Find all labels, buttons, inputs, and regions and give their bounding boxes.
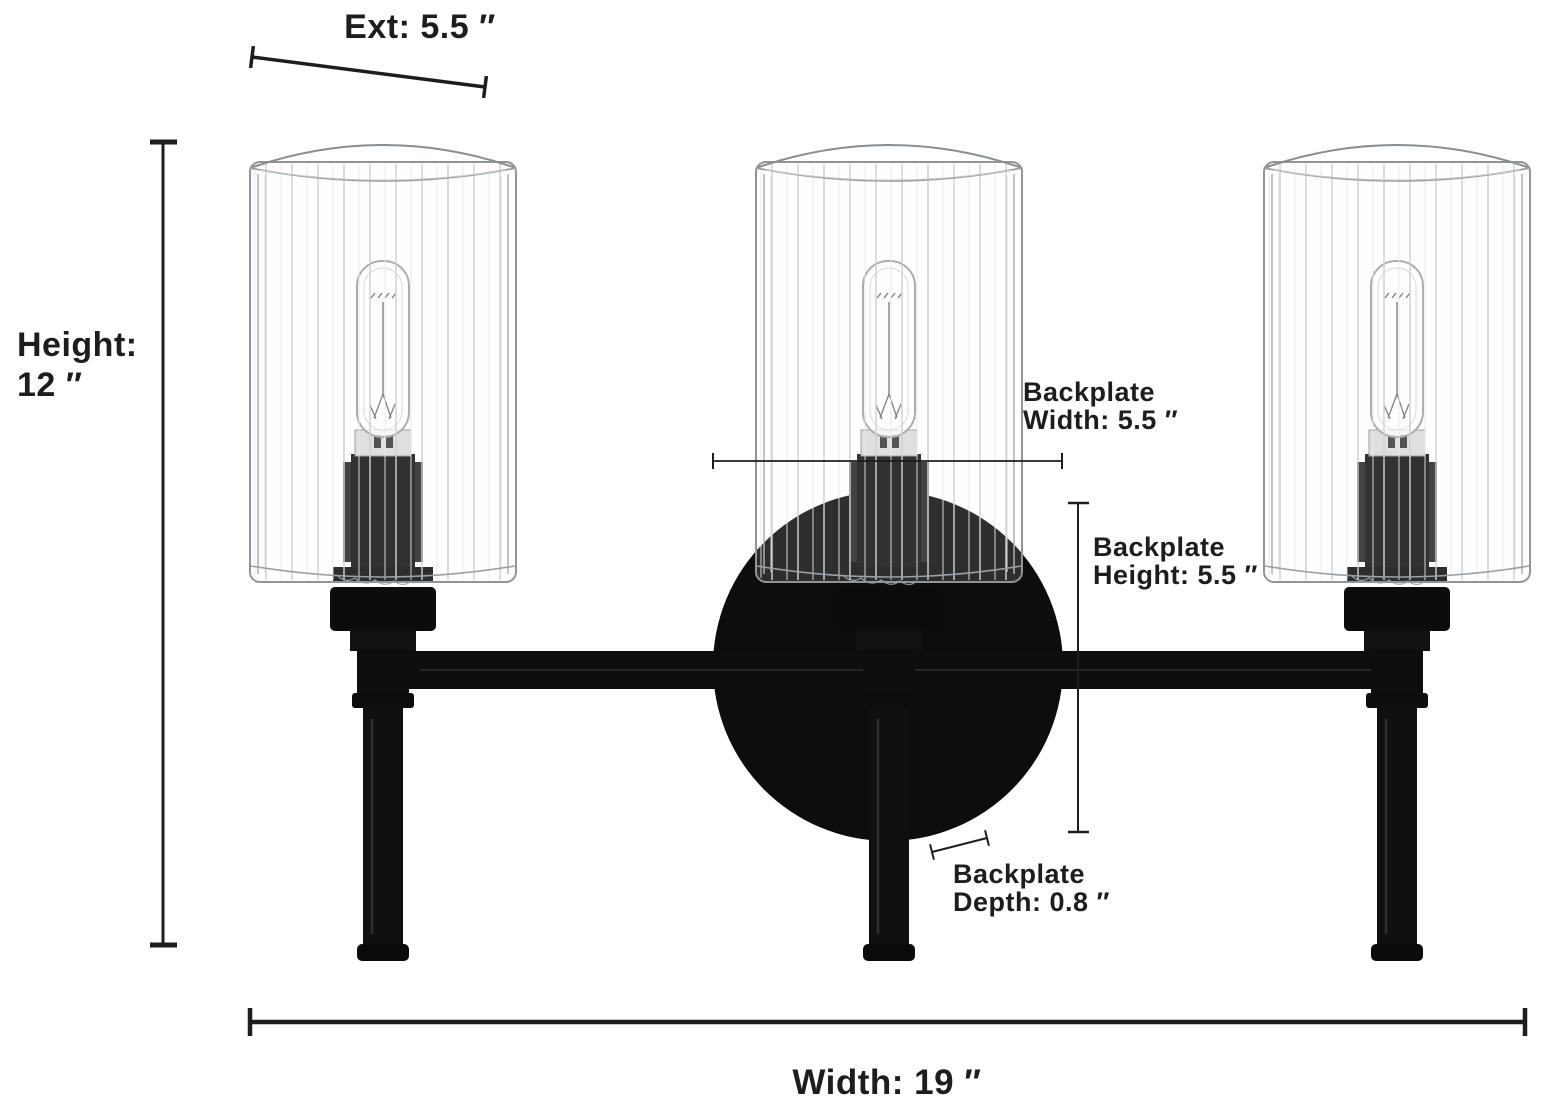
width-label: Width: 19 ″ [792,1063,981,1102]
backplate-depth-tick [984,830,990,846]
light-unit-left [248,143,518,963]
ext-dimension-tick [248,45,256,69]
backplate-height-label-line2: Height: 5.5 ″ [1093,560,1258,590]
backplate-height-label-line1: Backplate [1093,532,1225,562]
backplate-depth-label-line1: Backplate [953,859,1085,889]
height-label-line1: Height: [17,326,138,364]
light-unit-right [1262,143,1532,963]
backplate-width-label-line2: Width: 5.5 ″ [1023,405,1178,435]
height-label-line2: 12 ″ [17,366,83,404]
dimension-lines [150,45,1528,1036]
ext-dimension-tick [481,75,489,99]
ext-label: Ext: 5.5 ″ [344,8,496,46]
backplate-depth-tick [929,844,935,860]
backplate-depth-label-line2: Depth: 0.8 ″ [953,887,1110,917]
backplate-depth-dimension-line [931,837,988,853]
ext-dimension-line [251,55,486,89]
backplate-width-label-line1: Backplate [1023,377,1155,407]
